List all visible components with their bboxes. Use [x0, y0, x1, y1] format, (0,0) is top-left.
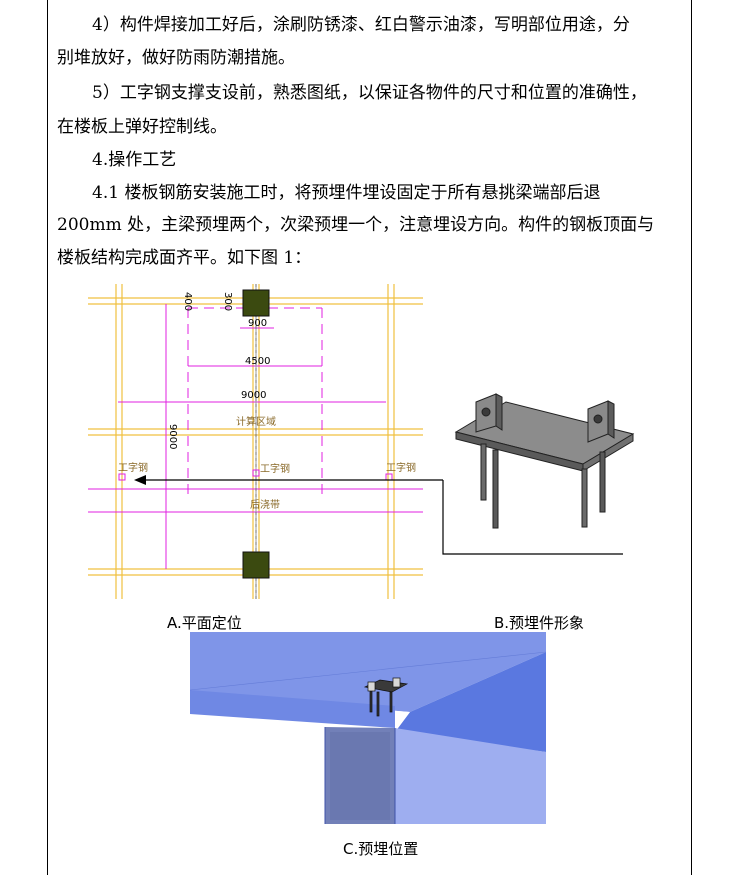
- table-border-right: [691, 0, 692, 875]
- label-ibeam-right: 工字钢: [386, 461, 416, 474]
- paragraph-line: 别堆放好，做好防雨防潮措施。: [57, 48, 295, 68]
- table-border-left: [47, 0, 48, 875]
- paragraph-line: 楼板结构完成面齐平。如下图 1：: [57, 248, 312, 268]
- paragraph-line: 200mm 处，主梁预埋两个，次梁预埋一个，注意埋设方向。构件的钢板顶面与: [57, 215, 655, 235]
- caption-a: A.平面定位: [167, 614, 242, 632]
- dim-900: 900: [248, 318, 267, 329]
- dim-4500: 4500: [245, 356, 270, 367]
- label-ibeam-mid: 工字钢: [260, 462, 290, 475]
- paragraph-line: 4.1 楼板钢筋安装施工时，将预埋件埋设固定于所有悬挑梁端部后退: [92, 183, 601, 203]
- embed-plate-bottom: [242, 551, 270, 579]
- caption-c: C.预埋位置: [343, 840, 419, 858]
- paragraph-line: 5）工字钢支撑支设前，熟悉图纸，以保证各物件的尺寸和位置的准确性，: [92, 83, 647, 103]
- dim-9000: 9000: [241, 390, 266, 401]
- embed-part-small: [363, 677, 409, 717]
- section-heading: 4.操作工艺: [92, 150, 177, 170]
- label-calc-area: 计算区域: [236, 415, 276, 428]
- figure-embed-position: [190, 632, 546, 824]
- dim-9000-vertical: 9000: [167, 424, 178, 449]
- embed-part-isometric: [454, 393, 635, 529]
- embed-plate-top: [242, 289, 270, 317]
- paragraph-line: 4）构件焊接加工好后，涂刷防锈漆、红白警示油漆，写明部位用途，分: [92, 15, 630, 35]
- paragraph-line: 在楼板上弹好控制线。: [57, 117, 227, 137]
- dim-300: 300: [222, 292, 233, 311]
- label-ibeam-left: 工字钢: [118, 461, 148, 474]
- figure-plan-and-embed: 400 300 900 4500 9000 9000 计算区域 工字钢 工字钢 …: [88, 284, 635, 599]
- dim-400: 400: [182, 292, 193, 311]
- label-post-cast: 后浇带: [250, 498, 280, 511]
- caption-b: B.预埋件形象: [494, 614, 585, 632]
